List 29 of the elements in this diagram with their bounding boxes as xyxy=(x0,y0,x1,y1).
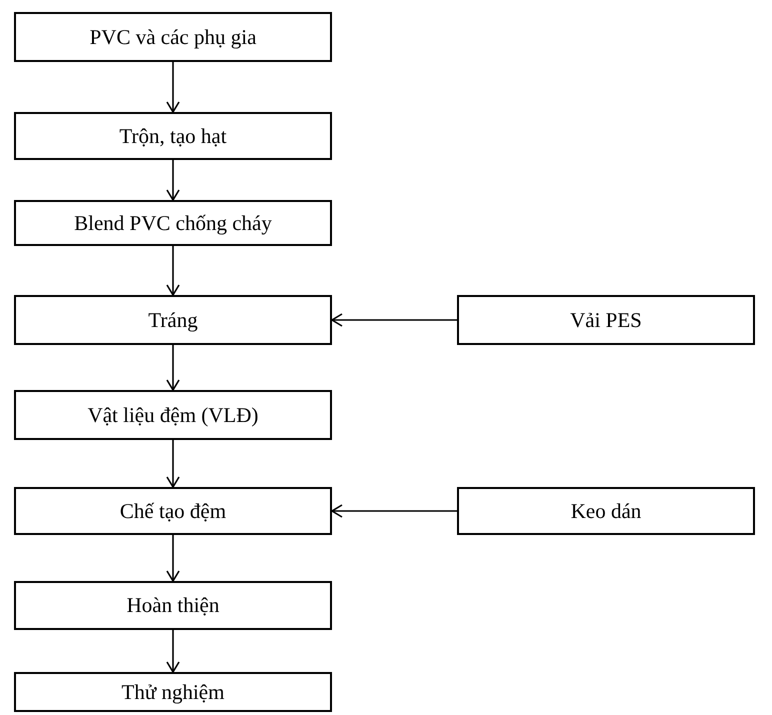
process-box xyxy=(14,487,332,535)
process-box xyxy=(14,12,332,62)
process-box xyxy=(14,200,332,246)
box-label: Vật liệu đệm (VLĐ) xyxy=(88,404,258,426)
box-label: Vải PES xyxy=(570,308,642,332)
process-box xyxy=(14,672,332,712)
process-box xyxy=(14,112,332,160)
arrow xyxy=(166,630,180,673)
arrow xyxy=(166,535,180,582)
box-label: Tráng xyxy=(148,308,198,332)
box-label: Keo dán xyxy=(570,500,642,522)
box-label: Hoàn thiện xyxy=(126,594,220,617)
process-box xyxy=(457,295,755,345)
arrow xyxy=(331,313,457,327)
box-label: Trộn, tạo hạt xyxy=(119,124,227,148)
arrow xyxy=(331,504,457,518)
arrow xyxy=(166,345,180,391)
process-box xyxy=(14,390,332,440)
box-label: PVC và các phụ gia xyxy=(90,26,256,48)
arrow xyxy=(166,160,180,201)
box-label: Thử nghiệm xyxy=(122,680,224,704)
box-label: Blend PVC chống cháy xyxy=(74,212,272,234)
process-box xyxy=(14,295,332,345)
arrow xyxy=(166,440,180,488)
process-box xyxy=(457,487,755,535)
arrow xyxy=(166,246,180,296)
process-box xyxy=(14,581,332,630)
arrow xyxy=(166,62,180,113)
box-label: Chế tạo đệm xyxy=(120,500,226,522)
